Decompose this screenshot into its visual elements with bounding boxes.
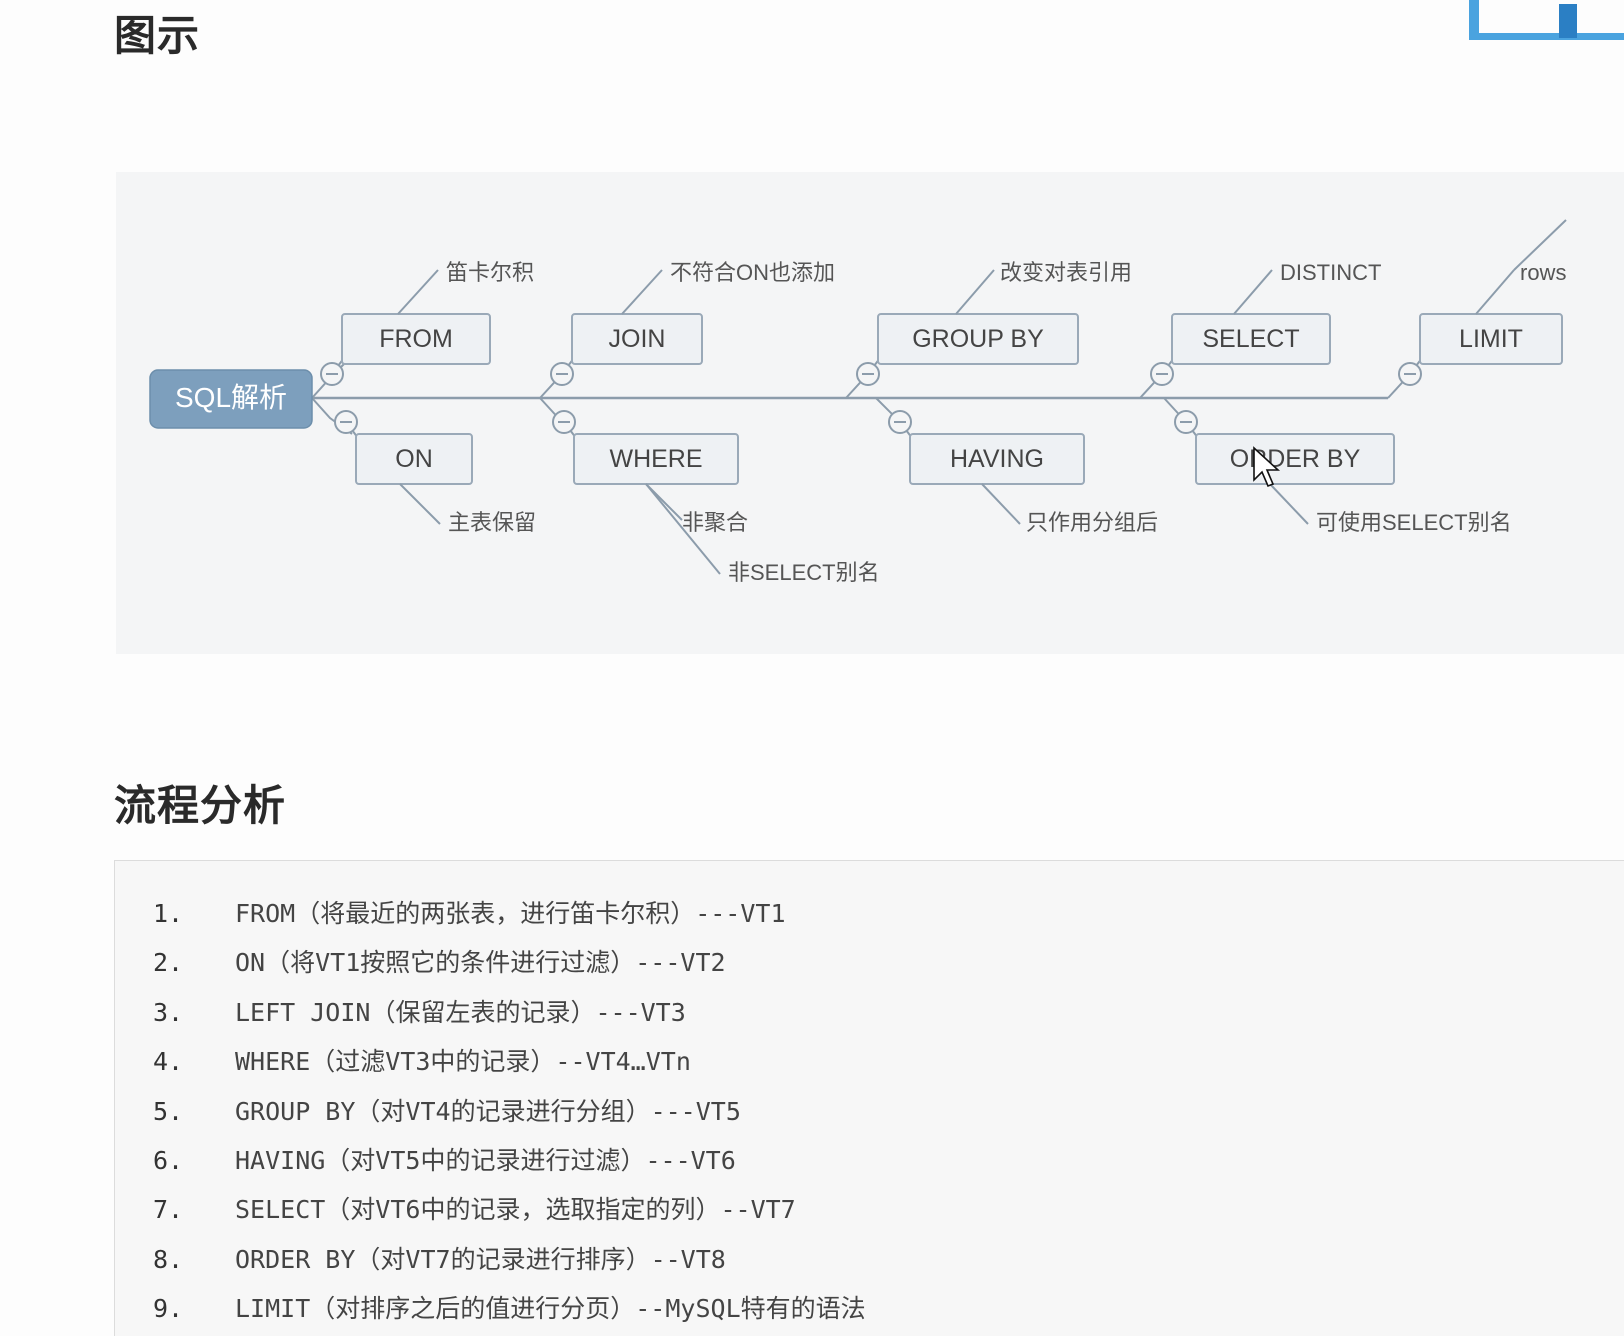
node-orderby-label: ORDER BY — [1230, 445, 1361, 473]
collapse-toggle-from[interactable] — [320, 362, 344, 386]
mindmap-canvas: SQL解析 FROM 笛卡尔积 — [149, 219, 1567, 585]
step-number: 5. — [153, 1096, 184, 1126]
step-number: 4. — [153, 1047, 184, 1077]
step-text: FROM（将最近的两张表，进行笛卡尔积）---VT1 — [235, 899, 786, 928]
collapse-toggle-having[interactable] — [888, 410, 912, 434]
note-line-limit — [1475, 269, 1515, 315]
note-select: DISTINCT — [1280, 260, 1381, 285]
mouse-cursor-icon — [1253, 446, 1281, 488]
collapse-toggle-limit[interactable] — [1398, 362, 1422, 386]
step-number: 6. — [153, 1145, 184, 1175]
note-groupby: 改变对表引用 — [1000, 260, 1132, 285]
step-text: ON（将VT1按照它的条件进行过滤）---VT2 — [235, 948, 726, 978]
flow-step: 9. LIMIT（对排序之后的值进行分页）--MySQL特有的语法 — [115, 1284, 1624, 1333]
note-line-limit-extra — [1513, 219, 1567, 271]
note-line-groupby — [955, 269, 995, 315]
code-block: 1. FROM（将最近的两张表，进行笛卡尔积）---VT1 2. ON（将VT1按照… — [114, 860, 1624, 1336]
flow-step: 8. ORDER BY（对VT7的记录进行排序）--VT8 — [115, 1235, 1624, 1284]
collapse-toggle-on[interactable] — [334, 410, 358, 434]
node-on-label: ON — [395, 445, 433, 473]
step-text: LIMIT（对排序之后的值进行分页）--MySQL特有的语法 — [235, 1294, 866, 1324]
node-select-label: SELECT — [1202, 325, 1299, 353]
note-having: 只作用分组后 — [1026, 510, 1158, 535]
node-where-label: WHERE — [609, 445, 702, 473]
flow-step: 3. LEFT JOIN（保留左表的记录）---VT3 — [115, 988, 1624, 1037]
note-line-from — [397, 269, 439, 315]
flow-step: 4. WHERE（过滤VT3中的记录）--VT4…VTn — [115, 1037, 1624, 1086]
step-text: LEFT JOIN（保留左表的记录）---VT3 — [235, 997, 686, 1027]
node-on[interactable]: ON — [355, 433, 473, 485]
note-line-on — [399, 483, 441, 525]
flow-step: 1. FROM（将最近的两张表，进行笛卡尔积）---VT1 — [115, 889, 1624, 938]
diagram-heading: 图示 — [114, 11, 201, 60]
note-join: 不符合ON也添加 — [670, 260, 835, 285]
node-limit-label: LIMIT — [1459, 325, 1523, 353]
step-text: SELECT（对VT6中的记录，选取指定的列）--VT7 — [235, 1195, 796, 1225]
window-corner-decoration — [1469, 0, 1624, 40]
note-where-2: 非SELECT别名 — [728, 560, 880, 585]
node-select[interactable]: SELECT — [1171, 313, 1331, 365]
node-join-label: JOIN — [609, 325, 666, 353]
note-where-1: 非聚合 — [682, 510, 748, 535]
note-orderby: 可使用SELECT别名 — [1316, 510, 1512, 535]
collapse-toggle-select[interactable] — [1150, 362, 1174, 386]
note-line-having — [981, 483, 1021, 525]
root-node[interactable]: SQL解析 — [149, 369, 313, 429]
note-limit: rows — [1520, 260, 1566, 285]
step-number: 9. — [153, 1294, 184, 1324]
collapse-toggle-groupby[interactable] — [856, 362, 880, 386]
collapse-toggle-where[interactable] — [552, 410, 576, 434]
note-line-join — [621, 269, 663, 315]
root-node-label: SQL解析 — [175, 382, 287, 413]
step-number: 7. — [153, 1195, 184, 1225]
note-line-orderby — [1269, 483, 1309, 525]
node-from-label: FROM — [379, 325, 453, 353]
step-number: 8. — [153, 1244, 184, 1274]
node-from[interactable]: FROM — [341, 313, 491, 365]
mindmap-diagram: SQL解析 FROM 笛卡尔积 — [116, 172, 1624, 654]
step-text: HAVING（对VT5中的记录进行过滤）---VT6 — [235, 1145, 736, 1175]
note-line-select — [1233, 269, 1273, 315]
collapse-toggle-orderby[interactable] — [1174, 410, 1198, 434]
node-where[interactable]: WHERE — [573, 433, 739, 485]
flow-step: 6. HAVING（对VT5中的记录进行过滤）---VT6 — [115, 1136, 1624, 1185]
flow-step: 5. GROUP BY（对VT4的记录进行分组）---VT5 — [115, 1087, 1624, 1136]
node-having[interactable]: HAVING — [909, 433, 1085, 485]
step-number: 2. — [153, 948, 184, 978]
node-groupby[interactable]: GROUP BY — [877, 313, 1079, 365]
step-text: GROUP BY（对VT4的记录进行分组）---VT5 — [235, 1096, 741, 1126]
node-groupby-label: GROUP BY — [912, 325, 1044, 353]
step-text: ORDER BY（对VT7的记录进行排序）--VT8 — [235, 1244, 726, 1274]
step-text: WHERE（过滤VT3中的记录）--VT4…VTn — [235, 1047, 691, 1077]
flow-analysis-heading: 流程分析 — [114, 781, 287, 830]
flow-step-list: 1. FROM（将最近的两张表，进行笛卡尔积）---VT1 2. ON（将VT1按照… — [115, 861, 1624, 1334]
step-number: 1. — [153, 899, 184, 928]
step-number: 3. — [153, 997, 184, 1027]
flow-step: 2. ON（将VT1按照它的条件进行过滤）---VT2 — [115, 938, 1624, 987]
node-limit[interactable]: LIMIT — [1419, 313, 1563, 365]
collapse-toggle-join[interactable] — [550, 362, 574, 386]
node-having-label: HAVING — [950, 445, 1044, 473]
note-from: 笛卡尔积 — [446, 260, 534, 285]
node-orderby[interactable]: ORDER BY — [1195, 433, 1395, 485]
flow-step: 7. SELECT（对VT6中的记录，选取指定的列）--VT7 — [115, 1185, 1624, 1234]
node-join[interactable]: JOIN — [571, 313, 703, 365]
note-on: 主表保留 — [448, 510, 536, 535]
note-line-where-2 — [645, 483, 721, 575]
